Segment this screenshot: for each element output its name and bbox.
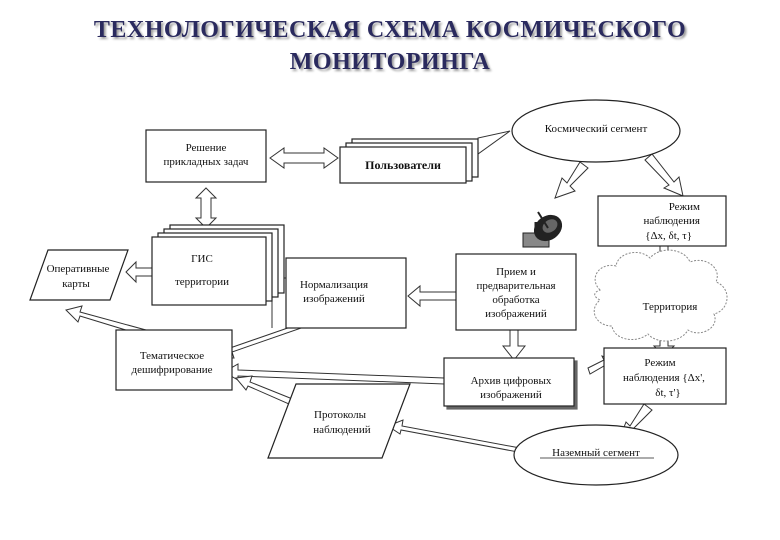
- mode-bottom-line-2: наблюдения {Δx',: [623, 372, 705, 384]
- arrow-reception-to-norm: [407, 284, 457, 308]
- mode-bottom-line-3: δt, τ'}: [655, 387, 680, 399]
- title-line-2: МОНИТОРИНГА: [289, 49, 491, 75]
- normalization-box: Нормализация изображений: [285, 257, 407, 329]
- reception-box: Прием и предварительная обработка изобра…: [455, 253, 577, 331]
- users-label: Пользователи: [365, 158, 441, 172]
- reception-line-3: обработка: [492, 294, 539, 306]
- task-solving-line-1: Решение: [186, 142, 227, 154]
- protocols-line-2: наблюдений: [313, 424, 370, 436]
- operational-maps-line-1: Оперативные: [47, 263, 110, 275]
- gis-box: ГИС территории: [151, 224, 285, 306]
- arrow-ground-to-protocols: [386, 419, 521, 453]
- ground-segment: Наземный сегмент: [513, 424, 679, 486]
- ground-segment-label: Наземный сегмент: [552, 447, 640, 459]
- reception-line-2: предварительная: [476, 280, 555, 292]
- arrow-reception-to-archive: [501, 329, 527, 361]
- task-solving-box: Решение прикладных задач: [145, 129, 267, 183]
- mode-bottom-line-1: Режим: [644, 357, 675, 369]
- arrow-task-users: [269, 147, 339, 169]
- reception-line-1: Прием и: [496, 266, 536, 278]
- space-segment-label: Космический сегмент: [545, 123, 648, 135]
- operational-maps-box: Оперативные карты: [29, 249, 129, 301]
- cloud-icon: [593, 249, 728, 342]
- archive-box: Архив цифровых изображений: [443, 357, 575, 407]
- arrow-space-to-mode: [644, 153, 684, 197]
- gis-line-1: ГИС: [191, 253, 213, 265]
- normalization-line-2: изображений: [303, 293, 365, 305]
- thematic-line-2: дешифрирование: [132, 364, 213, 376]
- page-title: ТЕХНОЛОГИЧЕСКАЯ СХЕМА КОСМИЧЕСКОГО МОНИТ…: [0, 14, 780, 78]
- mode-top-line-3: {Δx, δt, τ}: [645, 230, 692, 242]
- arrow-archive-to-thematic: [222, 363, 445, 385]
- archive-line-2: изображений: [480, 389, 542, 401]
- arrow-space-to-reception: [554, 161, 589, 199]
- reception-line-4: изображений: [485, 308, 547, 320]
- mode-bottom-box: Режим наблюдения {Δx', δt, τ'}: [603, 347, 727, 405]
- protocols-box: Протоколы наблюдений: [267, 383, 411, 459]
- normalization-line-1: Нормализация: [300, 279, 368, 291]
- mode-top-line-1: Режим: [669, 201, 700, 213]
- territory-label: Территория: [643, 301, 698, 313]
- territory-cloud: Территория: [593, 249, 728, 342]
- thematic-line-1: Тематическое: [140, 350, 204, 362]
- mode-top-line-2: наблюдения: [643, 215, 700, 227]
- arrow-task-gis: [194, 187, 218, 229]
- users-box: Пользователи: [339, 138, 479, 184]
- protocols-line-1: Протоколы: [314, 409, 367, 421]
- mode-top-box: Режим наблюдения {Δx, δt, τ}: [597, 195, 727, 247]
- operational-maps-line-2: карты: [62, 278, 90, 290]
- gis-line-2: территории: [175, 276, 229, 288]
- archive-line-1: Архив цифровых: [471, 375, 552, 387]
- thematic-box: Тематическое дешифрирование: [115, 329, 233, 391]
- satellite-dish-icon: [522, 211, 563, 248]
- title-line-1: ТЕХНОЛОГИЧЕСКАЯ СХЕМА КОСМИЧЕСКОГО: [93, 17, 687, 43]
- task-solving-line-2: прикладных задач: [164, 156, 249, 168]
- space-segment: Космический сегмент: [511, 99, 681, 163]
